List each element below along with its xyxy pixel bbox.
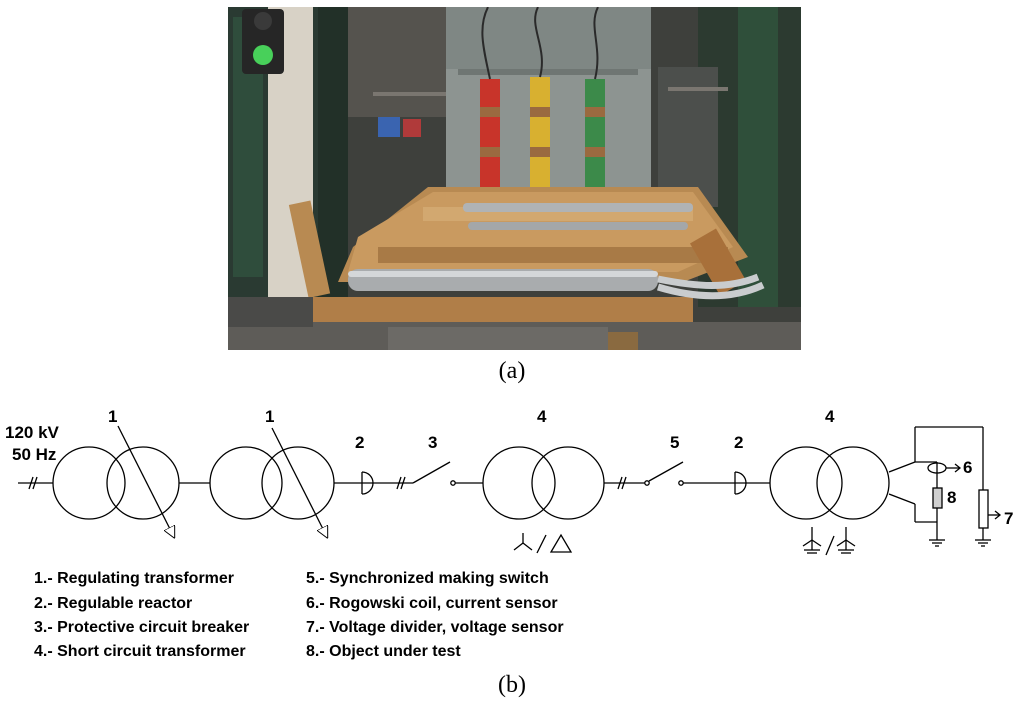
voltage-divider-7	[978, 489, 989, 529]
caption-b: (b)	[498, 672, 526, 698]
label-1b: 1	[265, 407, 274, 426]
object-under-test-8	[932, 487, 943, 509]
label-3: 3	[428, 433, 437, 452]
label-4b: 4	[825, 407, 835, 426]
source-voltage-label: 120 kV	[5, 423, 60, 442]
regulating-transformer-1a	[52, 425, 180, 533]
label-5: 5	[670, 433, 679, 452]
label-1a: 1	[108, 407, 117, 426]
synchronized-making-switch-5	[644, 461, 684, 486]
source-frequency-label: 50 Hz	[12, 445, 56, 464]
short-circuit-transformer-4a	[482, 446, 605, 554]
legend-item-3: 3.- Protective circuit breaker	[34, 619, 250, 636]
label-2b: 2	[734, 433, 743, 452]
label-7: 7	[1004, 509, 1013, 528]
legend-item-4: 4.- Short circuit transformer	[34, 643, 246, 660]
legend-item-2: 2.- Regulable reactor	[34, 595, 193, 612]
legend-item-1: 1.- Regulating transformer	[34, 570, 235, 587]
label-4a: 4	[537, 407, 547, 426]
test-setup-photo	[228, 7, 801, 350]
caption-a: (a)	[498, 358, 526, 384]
legend-item-8: 8.- Object under test	[306, 643, 461, 660]
legend-item-7: 7.- Voltage divider, voltage sensor	[306, 619, 564, 636]
regulating-transformer-1b	[209, 427, 335, 533]
protective-circuit-breaker-3	[412, 461, 456, 486]
legend-item-5: 5.- Synchronized making switch	[306, 570, 549, 587]
label-2a: 2	[355, 433, 364, 452]
label-8: 8	[947, 488, 956, 507]
label-6: 6	[963, 458, 972, 477]
legend-item-6: 6.- Rogowski coil, current sensor	[306, 595, 558, 612]
short-circuit-transformer-4b	[769, 446, 890, 556]
test-circuit-schematic: 120 kV 50 Hz 1 1 2 3 4 5 2 4 6 8 7	[5, 407, 1013, 556]
